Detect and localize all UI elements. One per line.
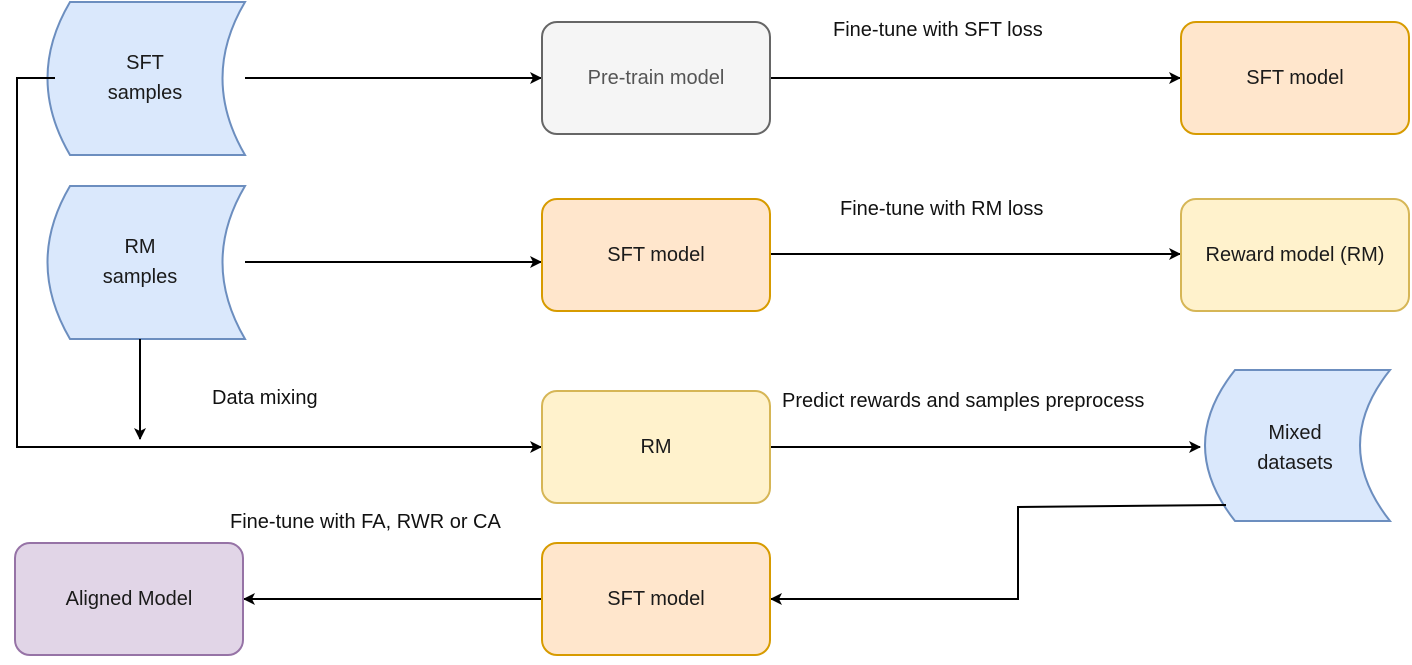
sft-samples-line1: SFT (126, 52, 164, 74)
rm-samples-line2: samples (102, 266, 178, 288)
mixed-datasets-line1: Mixed (1268, 422, 1322, 444)
sft-samples-shape (46, 1, 247, 156)
rm-samples-shape (46, 185, 247, 340)
mixed-datasets-label: Mixed datasets (1220, 418, 1370, 478)
mixed-datasets-shape (1204, 369, 1393, 522)
rm-samples-label: RM samples (65, 224, 215, 300)
sft-samples-line2: samples (107, 82, 183, 104)
pretrain-model-box: Pre-train model (541, 21, 771, 135)
rm-samples-line1: RM (124, 236, 156, 258)
rm-box: RM (541, 390, 771, 504)
arrow-mixed-datasets-to-sft-model (770, 504, 1227, 605)
sft-model-box-mid: SFT model (541, 198, 771, 312)
label-predict-rewards: Predict rewards and samples preprocess (782, 390, 1145, 412)
label-fine-tune-rm-loss: Fine-tune with RM loss (840, 198, 1044, 220)
sft-model-box-top: SFT model (1180, 21, 1410, 135)
mixed-datasets-line2: datasets (1257, 452, 1333, 474)
arrow-sft-samples-to-rm (16, 77, 542, 453)
label-data-mixing: Data mixing (212, 387, 318, 409)
sft-samples-label: SFT samples (70, 40, 220, 116)
label-fine-tune-sft-loss: Fine-tune with SFT loss (833, 19, 1043, 41)
aligned-model-box: Aligned Model (14, 542, 244, 656)
reward-model-box: Reward model (RM) (1180, 198, 1410, 312)
sft-model-box-bottom: SFT model (541, 542, 771, 656)
label-fine-tune-fa-rwr-ca: Fine-tune with FA, RWR or CA (230, 511, 501, 533)
